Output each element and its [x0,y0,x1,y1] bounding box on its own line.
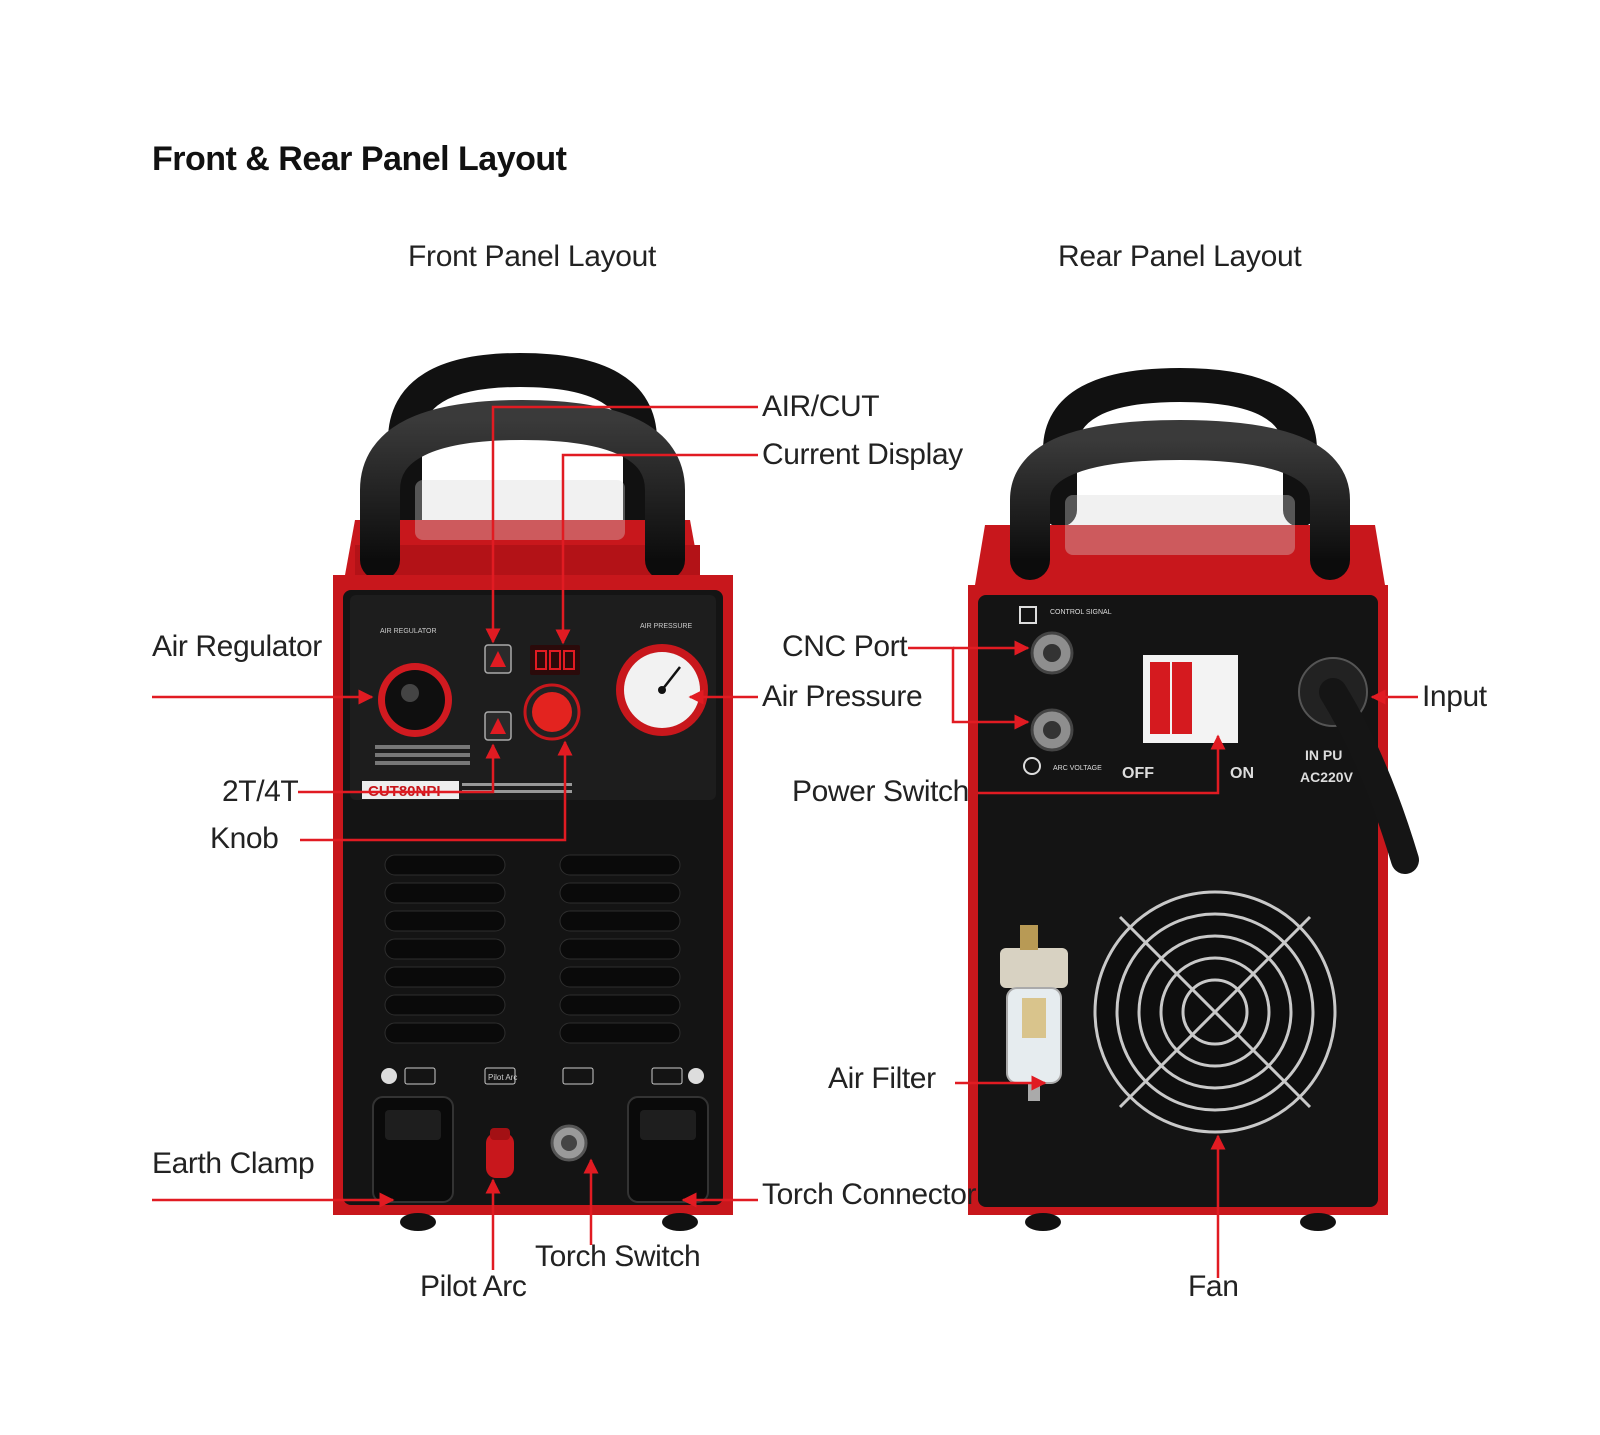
callout-air-pressure: Air Pressure [762,680,923,713]
page-title: Front & Rear Panel Layout [152,140,567,178]
callout-air-cut: AIR/CUT [762,390,880,423]
control-signal-icon [1019,606,1037,624]
callout-knob: Knob [210,822,279,855]
current-display [530,645,580,675]
callout-current-display: Current Display [762,438,963,471]
callout-power-switch: Power Switch [792,775,969,808]
leader-lines [152,405,1418,1278]
rear-handle[interactable] [1010,419,1350,580]
callout-two-four-t: 2T/4T [222,775,299,808]
callout-torch-switch: Torch Switch [535,1240,701,1273]
callout-torch-connector: Torch Connector [762,1178,977,1211]
rear-handle-back [1043,367,1317,527]
air-cut-leader [485,405,758,644]
handle-rear [388,352,657,537]
arc-voltage-text: ARC VOLTAGE [1053,765,1102,772]
two-four-t-leader [298,743,501,794]
model-plate [362,781,459,799]
fan-grille [1093,890,1337,1134]
callout-pilot-arc: Pilot Arc [420,1270,527,1303]
pilot-arc-connector[interactable] [486,1133,514,1178]
control-signal-text: CONTROL SIGNAL [1050,609,1112,616]
cnc-port-leader-lower [908,646,1030,730]
off-label: OFF [1122,765,1154,782]
on-label: ON [1230,765,1254,782]
air-filter-head[interactable] [1000,948,1068,988]
callout-input: Input [1422,680,1487,713]
power-switch-leader [978,734,1226,795]
input-cable [1319,678,1419,874]
front-panel-title: Front Panel Layout [408,240,657,273]
handle-front[interactable] [360,399,685,580]
callout-earth-clamp: Earth Clamp [152,1147,315,1180]
negative-terminal-icon [688,1068,704,1084]
rear-panel-title: Rear Panel Layout [1058,240,1302,273]
rear-top-cover [975,525,1385,585]
knob-leader [300,740,573,842]
pilot-arc-panel-text: Pilot Arc [488,1073,517,1082]
front-unit: AIR REGULATOR AIR PRESSURE CUT80NPI [333,352,733,1231]
voltage-text: AC220V [1300,769,1354,785]
callout-fan: Fan [1188,1270,1239,1303]
air-regulator-text: AIR REGULATOR [380,628,437,635]
rear-unit: CONTROL SIGNAL ARC VOLTAGE OFF ON IN PU … [968,367,1419,1231]
front-vents [384,854,681,1044]
callout-air-regulator: Air Regulator [152,630,322,663]
air-pressure-text: AIR PRESSURE [640,623,692,630]
positive-terminal-icon [381,1068,397,1084]
input-label-text: IN PU [1305,747,1342,763]
current-display-leader [555,453,758,645]
arc-voltage-icon [1023,757,1041,775]
current-knob[interactable] [532,692,572,732]
callout-air-filter: Air Filter [828,1062,936,1095]
callout-cnc-port: CNC Port [782,630,908,663]
